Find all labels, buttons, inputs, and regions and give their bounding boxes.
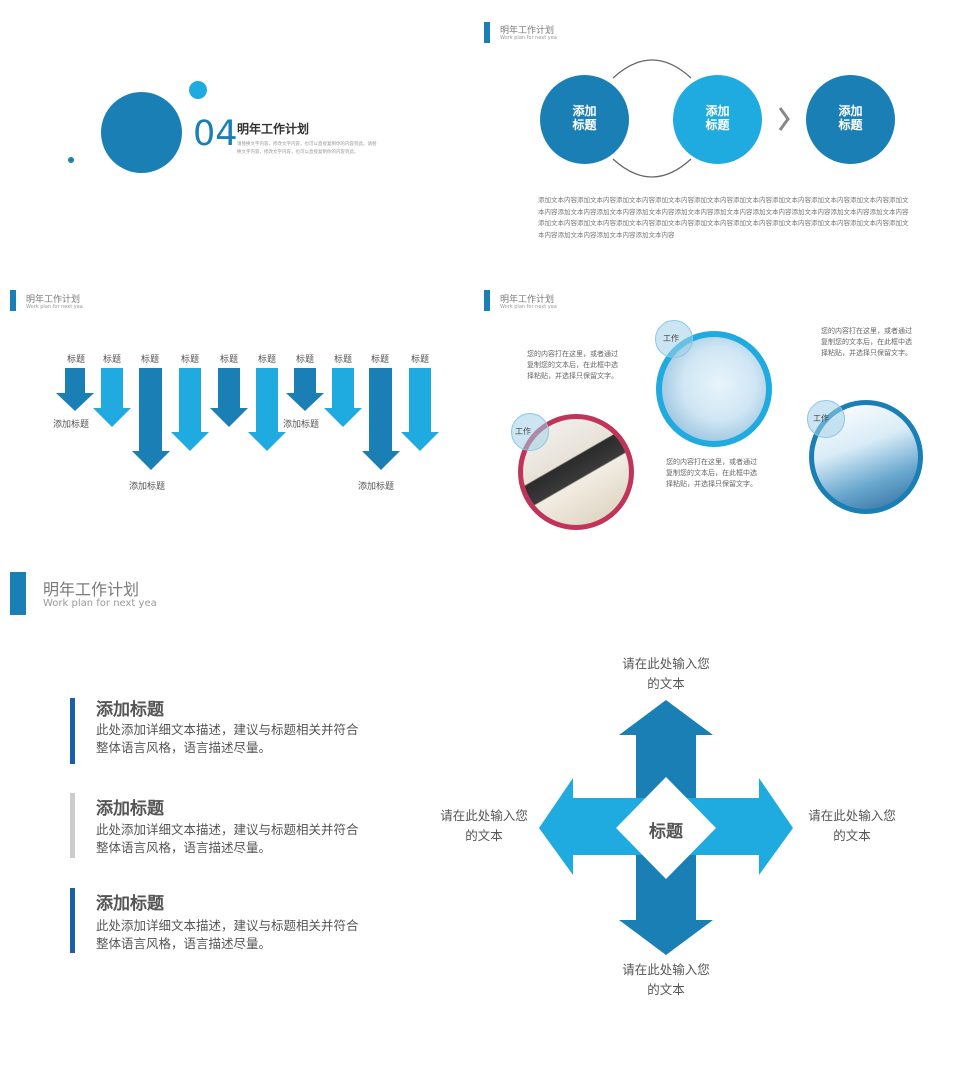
bottom-text: 请在此处输入您 的文本 [622,962,710,997]
header-accent-bar [484,290,490,311]
block-1-line2: 整体语言风格，语言描述尽量。 [96,740,272,755]
down-arrow-1 [56,368,94,411]
flow-body-text: 添加文本内容添加文本内容添加文本内容添加文本内容添加文本内容添加文本内容添加文本… [538,196,909,240]
section-desc-line2: 换文字内容，修改文字内容，也可以直接复制你的内容到此。 [237,150,359,155]
header-subtitle: Work plan for next yea [26,304,83,310]
arrow-label-8: 标题 [334,355,353,365]
arrow-label-1: 标题 [67,355,86,365]
header-accent-bar [484,22,490,43]
slide-photo-circles: 明年工作计划 Work plan for next yea 您的内容打在这里，或… [480,270,960,540]
block-3-line2: 整体语言风格，语言描述尽量。 [96,936,272,951]
tag-label: 工作 [663,334,679,343]
flow-circle-1-label: 添加 标题 [572,104,597,132]
side-label-1: 添加标题 [53,420,90,430]
header-title: 明年工作计划 [43,580,140,599]
right-text: 请在此处输入您 的文本 [808,808,896,843]
tag-circle-touch: 工作 [655,320,693,358]
side-label-3: 添加标题 [283,420,320,430]
left-text: 请在此处输入您 的文本 [440,808,528,843]
block-2-line1: 此处添加详细文本描述，建议与标题相关并符合 [96,822,359,837]
arrow-down [619,845,713,955]
block-3-title: 添加标题 [96,894,164,914]
block-3-line1: 此处添加详细文本描述，建议与标题相关并符合 [96,918,359,933]
tag-circle-handshake: 工作 [807,400,845,438]
tag-circle-writing: 工作 [511,413,549,451]
arrow-label-3: 标题 [141,355,160,365]
arrow-label-2: 标题 [103,355,122,365]
down-arrow-3 [132,368,170,470]
down-arrow-2 [93,368,131,427]
flow-circle-3-label: 添加 标题 [838,104,863,132]
section-number: 04 [193,114,238,154]
dot-decor [68,157,74,163]
block-2-bar [70,793,75,858]
slide-cross-arrows: 明年工作计划 Work plan for next yea 添加标题 此处添加详… [0,555,960,1084]
flow-connectors [612,59,790,178]
top-text: 请在此处输入您 的文本 [622,656,710,691]
arrow-label-9: 标题 [371,355,390,365]
text-block-a: 您的内容打在这里，或者通过复制您的文本后，在此框中选择粘贴，并选择只保留文字。 [527,350,618,380]
chevron-right-icon [778,107,790,131]
top-arc [612,59,692,79]
section-title: 明年工作计划 [237,122,310,136]
block-1-title: 添加标题 [96,700,164,720]
block-2-line2: 整体语言风格，语言描述尽量。 [96,840,272,855]
arrow-label-4: 标题 [181,355,200,365]
header-accent-bar [10,572,26,615]
slide-arrow-bars: 明年工作计划 Work plan for next yea 标题 标题 标题 标… [0,270,470,520]
down-arrow-9 [362,368,400,470]
side-label-2: 添加标题 [129,482,166,492]
text-block-b: 您的内容打在这里，或者通过复制您的文本后，在此框中选择粘贴，并选择只保留文字。 [821,327,912,357]
arrow-label-5: 标题 [220,355,239,365]
cross-arrows-diagram [539,700,793,955]
block-1-line1: 此处添加详细文本描述，建议与标题相关并符合 [96,722,359,737]
flow-circle-2: 添加 标题 [673,75,762,164]
small-decor-circle [189,81,207,99]
center-label: 标题 [649,822,683,842]
text-block-c: 您的内容打在这里，或者通过复制您的文本后，在此框中选择粘贴，并选择只保留文字。 [666,458,757,488]
header-subtitle: Work plan for next yea [500,35,557,41]
arrow-label-7: 标题 [296,355,315,365]
header-title: 明年工作计划 [500,295,555,305]
section-desc-line1: 请替换文字内容，修改文字内容，也可以直接复制你的内容到此。请替 [237,142,377,147]
down-arrow-10 [401,368,439,451]
down-arrow-6 [248,368,286,451]
tag-label: 工作 [515,427,531,436]
header-title: 明年工作计划 [500,26,555,36]
flow-circle-2-label: 添加 标题 [705,104,730,132]
center-diamond [616,777,716,879]
down-arrow-8 [324,368,362,427]
down-arrow-5 [210,368,248,427]
header-subtitle: Work plan for next yea [500,304,557,310]
block-1-bar [70,698,75,764]
down-arrow-4 [171,368,209,451]
flow-circle-3: 添加 标题 [806,75,895,164]
slide-circle-flow: 明年工作计划 Work plan for next yea 添加 标题 添加 标… [480,0,960,260]
header-subtitle: Work plan for next yea [43,598,157,609]
down-arrow-7 [286,368,324,411]
bottom-arc [612,158,692,178]
header-accent-bar [10,290,16,311]
slide-section-title: 04 明年工作计划 请替换文字内容，修改文字内容，也可以直接复制你的内容到此。请… [0,0,470,260]
block-2-title: 添加标题 [96,799,164,819]
flow-circle-1: 添加 标题 [540,75,629,164]
arrow-label-6: 标题 [258,355,277,365]
arrow-label-10: 标题 [411,355,430,365]
tag-label: 工作 [813,414,829,423]
side-label-4: 添加标题 [358,482,395,492]
header-title: 明年工作计划 [26,295,81,305]
large-decor-circle [101,92,182,173]
down-arrows [56,368,439,470]
block-3-bar [70,888,75,953]
